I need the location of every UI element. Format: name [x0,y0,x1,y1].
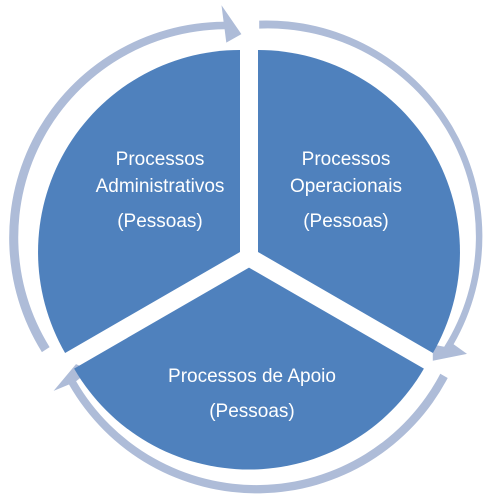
label-operacionais-line1: Processos [302,149,391,170]
label-administrativos-subtitle: (Pessoas) [117,211,203,232]
label-administrativos-line1: Processos [116,149,205,170]
segments [38,50,460,470]
label-operacionais-line2: Operacionais [290,176,402,197]
label-operacionais-subtitle: (Pessoas) [303,211,389,232]
segment-operacionais [258,50,460,353]
cycle-arrow-ring [9,5,483,494]
segment-labels: Processos Administrativos (Pessoas) Proc… [96,149,402,422]
label-apoio-subtitle: (Pessoas) [209,401,295,422]
ring-arrow-right [259,20,483,361]
ring-arrow-bottom [53,364,448,494]
ring-arrow-top-left [9,5,242,353]
segment-administrativos [38,50,241,353]
label-administrativos-line2: Administrativos [96,176,225,197]
label-apoio-line1: Processos de Apoio [168,366,336,387]
segment-apoio [74,267,424,470]
